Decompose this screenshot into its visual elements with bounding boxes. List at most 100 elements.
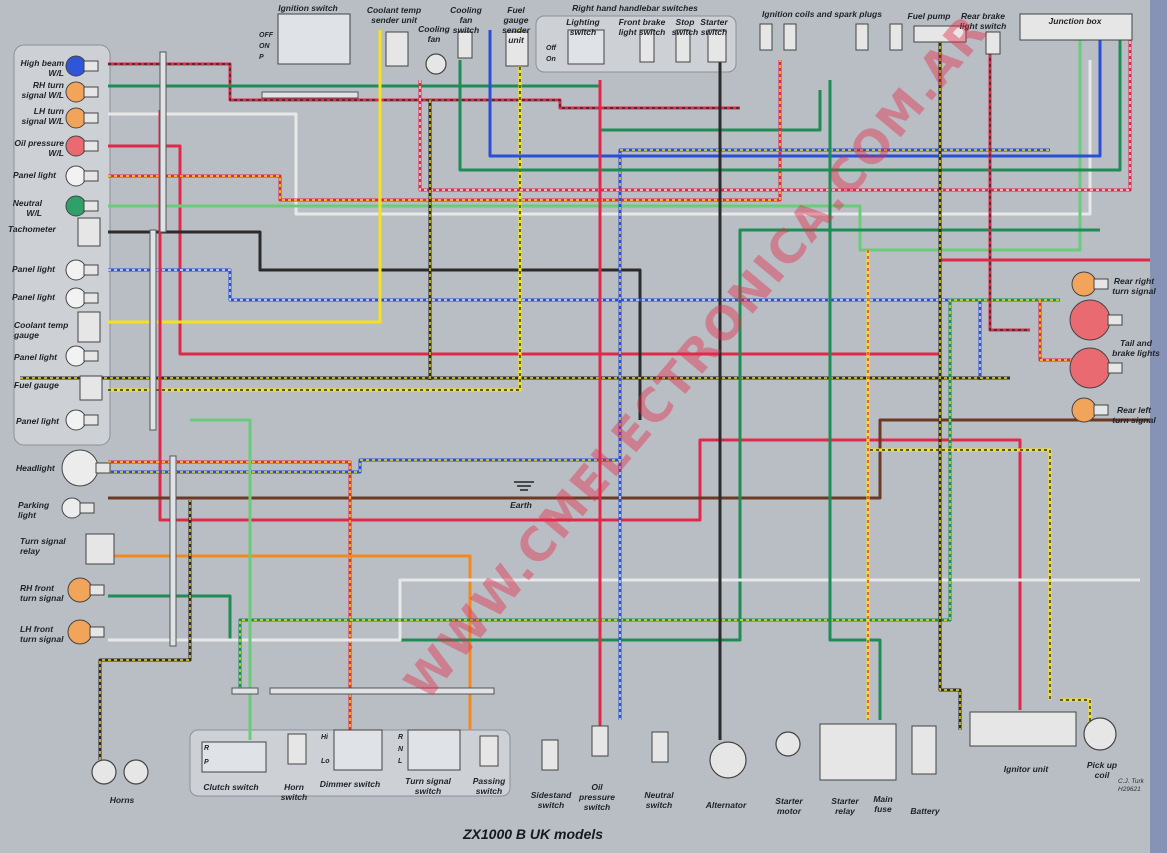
headlight-bulb-icon: [61, 449, 111, 487]
panel-light-1-bulb-icon-glass: [65, 165, 87, 187]
parking-light-bulb-icon: [61, 497, 95, 519]
tail-light-upper-bulb-icon-glass: [1069, 299, 1111, 341]
headlight-bulb-icon-socket: [95, 462, 111, 474]
turn-r-label: R: [398, 734, 404, 741]
starter-motor-label: Starter motor: [775, 796, 803, 816]
wire-black-v3-tracer: [939, 40, 961, 730]
connector-bar-1: [159, 51, 167, 233]
lighting-switch-box: [567, 29, 605, 65]
panel-light-3-bulb-icon-socket: [83, 292, 99, 304]
oil-pressure-switch-label: Oil pressure switch: [579, 782, 615, 812]
wire-blue-top: [488, 30, 1102, 158]
lh-front-turn-bulb-icon-socket: [89, 626, 105, 638]
wire-lh-turn: [108, 60, 1092, 216]
ign-p-label: P: [259, 54, 264, 61]
dimmer-switch-label: Dimmer switch: [319, 779, 381, 789]
turn-relay-label: Turn signal relay: [20, 536, 66, 556]
rh-front-turn-bulb-icon: [67, 577, 105, 603]
wire-neutral: [108, 40, 1082, 252]
connector-bar-3: [169, 455, 177, 647]
ign-off-label: OFF: [259, 32, 273, 39]
panel-light-4-bulb-icon-glass: [65, 345, 87, 367]
panel-light-1-bulb-icon: [65, 165, 99, 187]
sidestand-switch-box: [541, 739, 559, 771]
oil-wl-bulb-icon-glass: [65, 135, 87, 157]
wire-red-right-tracer: [1039, 300, 1100, 361]
wire-green-front: [108, 228, 1100, 642]
wire-grey: [108, 578, 1140, 642]
panel-light-4-bulb-icon-socket: [83, 350, 99, 362]
rear-brake-switch-box: [985, 31, 1001, 55]
fuel-pump-label: Fuel pump: [907, 11, 951, 21]
fuel-pump-box: [913, 25, 967, 43]
turn-signal-relay-box: [85, 533, 115, 565]
wire-green-v5: [828, 80, 882, 720]
alternator-label: Alternator: [705, 800, 747, 810]
coolant-sender-label: Coolant temp sender unit: [366, 5, 422, 25]
panel-light-3-bulb-icon-glass: [65, 287, 87, 309]
rear-right-turn-bulb-icon-glass: [1071, 271, 1097, 297]
wire-red-top-tracer: [419, 40, 1131, 191]
clutch-p-label: P: [204, 759, 209, 766]
clutch-r-label: R: [204, 745, 210, 752]
diagram-caption: ZX1000 B UK models: [463, 826, 604, 842]
panel-light-5-label: Panel light: [16, 416, 59, 426]
starter-motor-icon: [775, 731, 801, 757]
horn-2-icon: [123, 759, 149, 785]
wire-group: [20, 30, 1150, 760]
neutral-switch-label: Neutral switch: [644, 790, 674, 810]
credit-number: H29621: [1118, 786, 1141, 793]
coolant-sender-box: [385, 31, 409, 67]
wire-red-main: [158, 110, 1022, 710]
oil-wl-bulb-icon: [65, 135, 99, 157]
panel-light-3-bulb-icon: [65, 287, 99, 309]
wire-yellow-right-tracer: [870, 449, 1051, 700]
ignitor-unit-label: Ignitor unit: [1003, 764, 1049, 774]
lh-turn-wl-bulb-icon-socket: [83, 112, 99, 124]
junction-box-label: Junction box: [1048, 16, 1102, 26]
neutral-wl-bulb-icon-socket: [83, 200, 99, 212]
passing-switch-box: [479, 735, 499, 767]
tachometer-gauge-icon: [77, 217, 101, 247]
horn-switch-label: Horn switch: [280, 782, 308, 802]
panel-light-4-label: Panel light: [14, 352, 57, 362]
rear-right-turn-label: Rear right turn signal: [1112, 276, 1156, 296]
ignition-coil-1-icon: [759, 23, 773, 51]
headlight-bulb-icon-glass: [61, 449, 99, 487]
main-fuse-label: Main fuse: [873, 794, 893, 814]
fan-switch-label: Cooling fan switch: [450, 5, 482, 35]
headlight-label: Headlight: [16, 463, 55, 473]
panel-light-1-label: Panel light: [13, 170, 56, 180]
horns-label: Horns: [109, 795, 135, 805]
wire-panel1-tracer: [108, 60, 781, 201]
alternator-icon: [709, 741, 747, 779]
tail-light-lower-bulb-icon: [1069, 347, 1123, 389]
front-brake-switch-box: [639, 29, 655, 63]
horn-switch-box: [287, 733, 307, 765]
neutral-wl-label: Neutral W/L: [12, 198, 42, 218]
wire-headlight-blue-tracer: [108, 149, 1050, 473]
page-edge: [1150, 0, 1167, 853]
dimmer-lo-label: Lo: [321, 758, 330, 765]
component-group: [61, 13, 1133, 785]
high-beam-label: High beam W/L: [20, 58, 64, 78]
wire-oil: [108, 144, 1150, 356]
ign-on-label: ON: [259, 43, 270, 50]
fuel-gauge-label: Fuel gauge: [14, 380, 59, 390]
lh-turn-wl-bulb-icon: [65, 107, 99, 129]
pickup-coil-label: Pick up coil: [1086, 760, 1118, 780]
fuel-sender-label: Fuel gauge sender unit: [502, 5, 530, 45]
panel-light-1-bulb-icon-socket: [83, 170, 99, 182]
panel-light-3-label: Panel light: [12, 292, 55, 302]
diagram-credit: C.J. Turk H29621: [1118, 778, 1144, 794]
ignition-coils-label: Ignition coils and spark plugs: [762, 9, 882, 19]
starter-relay-label: Starter relay: [831, 796, 859, 816]
rh-front-turn-label: RH front turn signal: [20, 583, 64, 603]
panel-light-2-bulb-icon-glass: [65, 259, 87, 281]
rear-brake-switch-label: Rear brake light switch: [959, 11, 1007, 31]
clutch-switch-box: [201, 741, 267, 773]
ignition-switch-box: [277, 13, 351, 65]
rear-left-turn-label: Rear left turn signal: [1112, 405, 1156, 425]
panel-light-2-label: Panel light: [12, 264, 55, 274]
